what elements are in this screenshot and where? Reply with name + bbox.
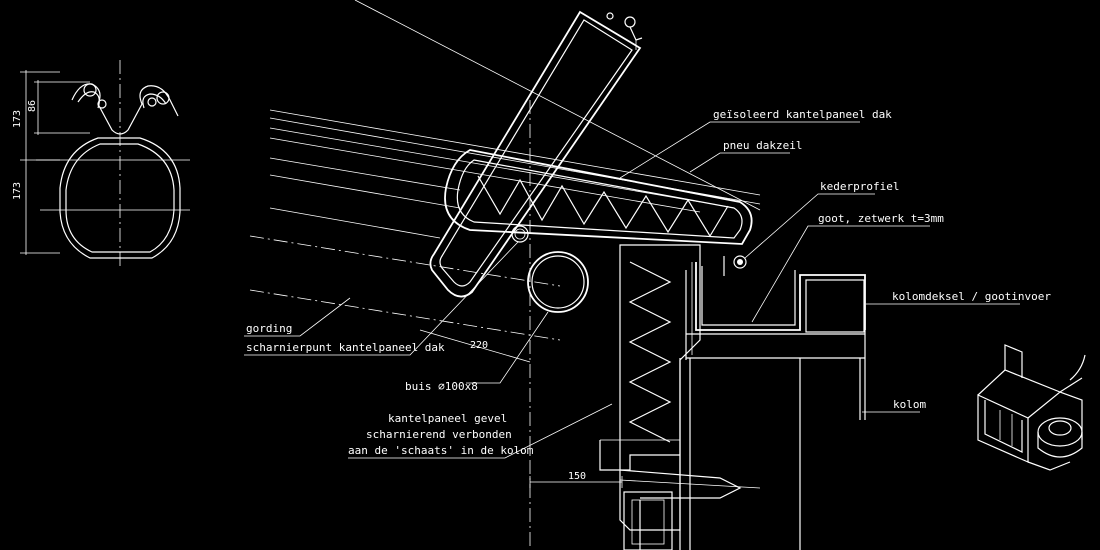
label-keder: kederprofiel [820,180,899,193]
dimension-150: 150 [529,471,623,488]
label-gutter: goot, zetwerk t=3mm [818,212,944,225]
label-facade-line2: scharnierend verbonden [366,428,512,441]
roof-assembly: 220 150 [249,0,866,550]
label-facade-line3: aan de 'schaats' in de kolom [348,444,534,457]
dim-173-top: 173 [12,110,23,128]
label-purlin: gording [246,322,292,335]
label-hinge-point: scharnierpunt kantelpaneel dak [246,341,445,354]
dim-173-bottom: 173 [12,182,23,200]
tilted-panel [429,10,643,298]
label-insulated-panel: geïsoleerd kantelpaneel dak [713,108,892,121]
hinge-tube [511,225,589,313]
leader-lines [244,121,1020,459]
gutter-column [679,262,866,550]
profile-section-detail: 173 86 173 [12,60,190,270]
label-column: kolom [893,398,926,411]
label-facade-line1: kantelpaneel gevel [388,412,507,425]
isometric-detail [977,344,1086,471]
label-air-roof: pneu dakzeil [723,139,802,152]
label-tube: buis ∅100x8 [405,380,478,393]
roof-tilt-panel [444,149,753,276]
dim-220: 220 [470,340,488,351]
dimension-220: 220 [419,329,531,363]
label-column-cover: kolomdeksel / gootinvoer [892,290,1051,303]
labels: geïsoleerd kantelpaneel dak pneu dakzeil… [246,108,1051,457]
dim-86: 86 [27,100,38,112]
dim-150: 150 [568,471,586,482]
